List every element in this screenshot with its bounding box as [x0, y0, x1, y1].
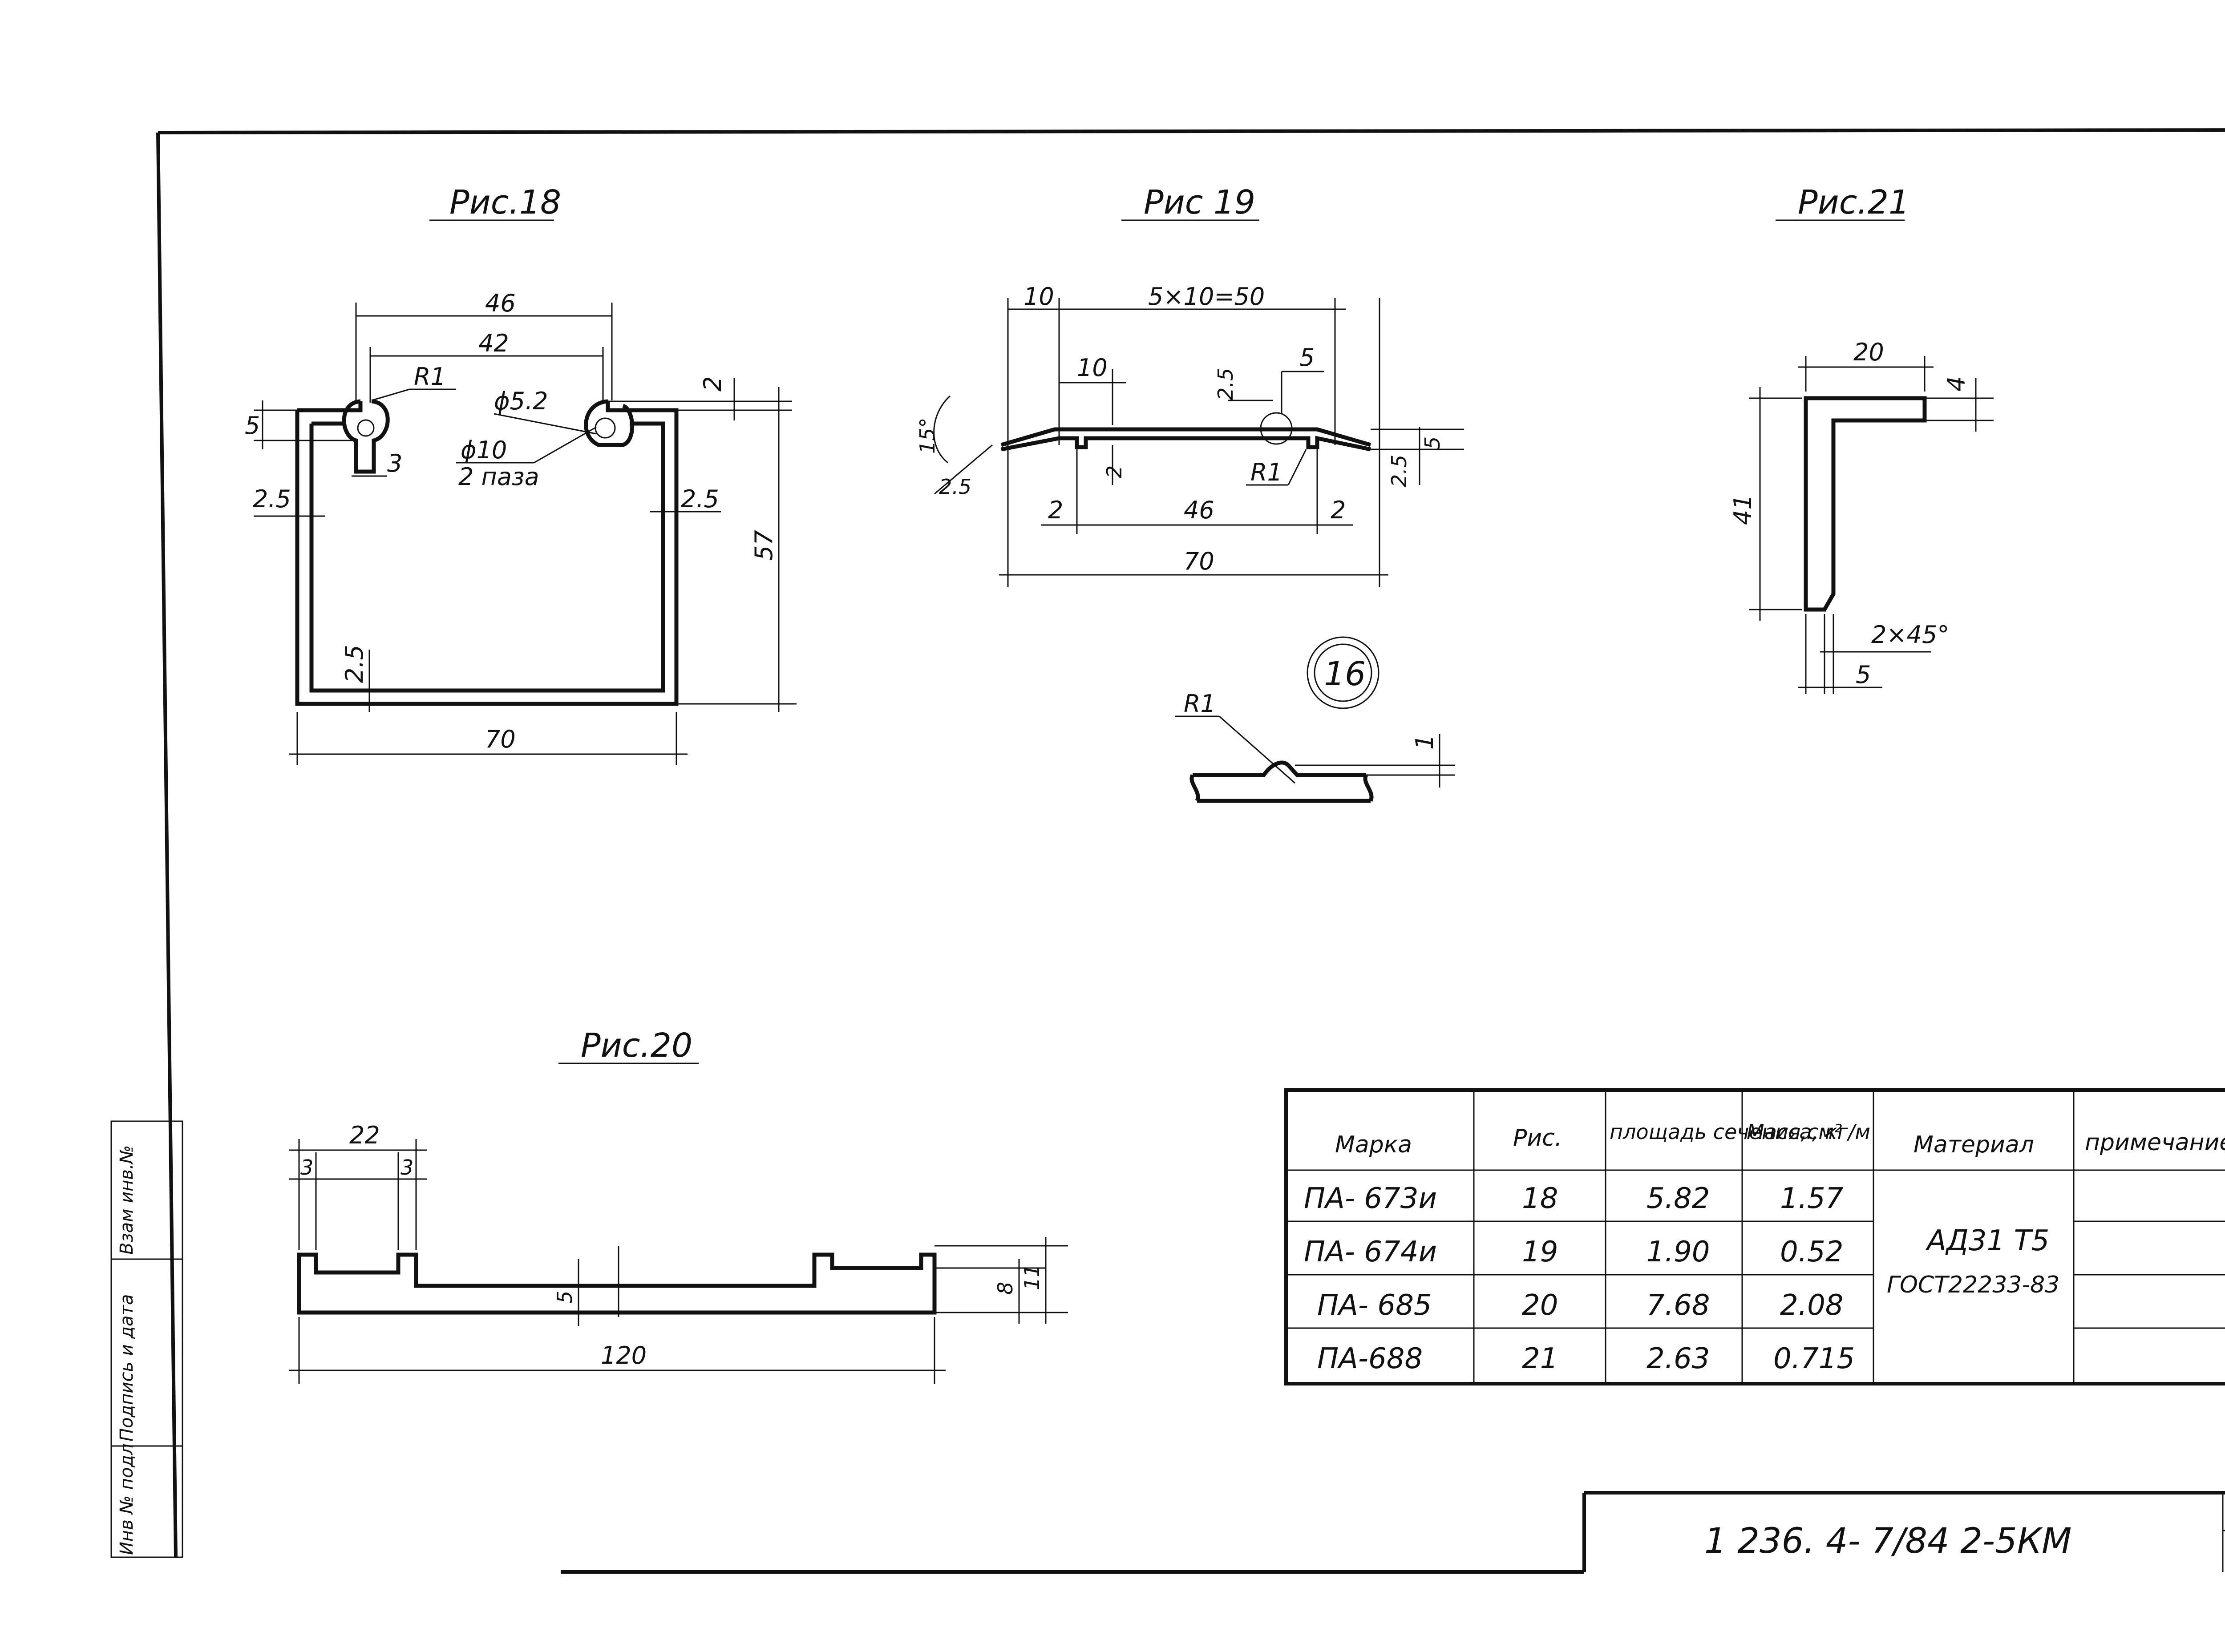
sheet-frame — [156, 128, 2225, 1574]
dim-5: 5 — [245, 412, 260, 440]
row1-mass: 1.57 — [1780, 1182, 1844, 1215]
row3-area: 7.68 — [1646, 1289, 1710, 1322]
side-stamp: Взам инв.№ Подпись и дата Инв № подл — [110, 1120, 183, 1558]
dim-57: 57 — [750, 530, 778, 561]
dim-2-mid: 2 — [1102, 465, 1126, 478]
row4-mass: 0.715 — [1773, 1342, 1855, 1375]
dim-20: 20 — [1853, 338, 1884, 366]
detail-16: 16 R1 1 — [1175, 636, 1455, 803]
profile-21 — [1804, 396, 1927, 612]
dim-8: 8 — [993, 1282, 1017, 1295]
figure-20: Рис.20 22 3 3 5 8 11 120 — [289, 1026, 1068, 1384]
row1-mark: ПА- 673и — [1304, 1182, 1437, 1215]
row3-fig: 20 — [1522, 1289, 1558, 1322]
figure-19-title: Рис 19 — [1144, 183, 1255, 222]
dim-r1: R1 — [414, 363, 446, 391]
dim-2-5-bottom: 2.5 — [340, 645, 368, 683]
side-stamp-label-3: Инв № подл — [117, 1443, 137, 1555]
dim-r1-19: R1 — [1250, 458, 1282, 486]
th-material: Материал — [1914, 1131, 2034, 1158]
row4-fig: 21 — [1522, 1342, 1558, 1375]
row4-mark: ПА-688 — [1317, 1342, 1423, 1375]
detail-16-badge-inner — [1314, 643, 1372, 702]
material-standard: ГОСТ22233-83 — [1887, 1272, 2059, 1298]
dim-slots: 2 паза — [458, 463, 539, 491]
figure-18-title: Рис.18 — [449, 183, 561, 222]
th-area: площадь сечения,см² — [1610, 1120, 1842, 1144]
dim-3: 3 — [387, 449, 402, 477]
dim-5-21: 5 — [1856, 661, 1871, 689]
profile-19 — [1000, 427, 1371, 452]
row2-area: 1.90 — [1646, 1236, 1710, 1268]
dim-5-right: 5 — [1420, 436, 1444, 449]
th-mass: Масса, кг/м — [1747, 1120, 1870, 1144]
figure-21-title: Рис.21 — [1798, 183, 1909, 222]
row2-mark: ПА- 674и — [1304, 1236, 1437, 1268]
dim-46: 46 — [485, 289, 516, 317]
dim-10-mid: 10 — [1077, 354, 1108, 382]
detail-16-badge-outer — [1307, 636, 1380, 709]
dim-2-5-right: 2.5 — [681, 485, 719, 513]
dim-2x45: 2×45° — [1871, 621, 1949, 649]
row2-fig: 19 — [1522, 1236, 1558, 1268]
dim-70: 70 — [485, 725, 516, 753]
dim-1-16: 1 — [1411, 735, 1439, 750]
profile-18-inner — [309, 421, 665, 693]
figure-18: Рис.18 46 42 R1 ϕ5.2 ϕ10 2 паза 5 — [245, 183, 797, 765]
dim-r1-16: R1 — [1184, 690, 1216, 718]
detail-16-profile — [1189, 760, 1374, 803]
dim-42: 42 — [478, 329, 509, 357]
th-note: примечание — [2085, 1129, 2225, 1156]
drawing-code: 1 236. 4- 7/84 2-5КМ — [1704, 1521, 2071, 1561]
dim-22: 22 — [349, 1121, 380, 1149]
dim-2-5-left: 2.5 — [253, 485, 291, 513]
profile-20 — [297, 1252, 937, 1315]
dim-15-deg: 15° — [915, 417, 939, 454]
dim-4: 4 — [1942, 376, 1970, 392]
figure-20-title: Рис.20 — [581, 1026, 692, 1065]
dim-46-19: 46 — [1184, 496, 1214, 524]
spec-table: Марка Рис. площадь сечения,см² Масса, кг… — [1284, 1088, 2225, 1385]
dim-5x10-50: 5×10=50 — [1148, 283, 1265, 311]
th-mark: Марка — [1335, 1131, 1412, 1158]
dim-70-19: 70 — [1184, 547, 1214, 575]
row3-mass: 2.08 — [1780, 1289, 1844, 1322]
side-stamp-label-2: Подпись и дата — [117, 1294, 137, 1442]
dim-41: 41 — [1729, 494, 1757, 525]
dim-10-top: 10 — [1024, 283, 1054, 311]
dim-d5-2: ϕ5.2 — [494, 387, 548, 415]
dim-2-5-vert: 2.5 — [1214, 368, 1238, 400]
row1-fig: 18 — [1522, 1182, 1558, 1215]
detail-16-badge: 16 — [1324, 655, 1366, 693]
dim-d10: ϕ10 — [461, 436, 507, 464]
dim-11: 11 — [1020, 1264, 1044, 1290]
dim-2-5-left: 2.5 — [939, 475, 971, 499]
row1-area: 5.82 — [1646, 1182, 1710, 1215]
row4-area: 2.63 — [1646, 1342, 1710, 1375]
dim-5-circle: 5 — [1299, 343, 1315, 372]
dim-2-5-right: 2.5 — [1387, 455, 1411, 487]
figure-19: Рис 19 10 5×10=50 10 2.5 5 15° 2.5 2 R1 … — [915, 183, 1464, 587]
material-grade: АД31 Т5 — [1925, 1224, 2049, 1257]
slot-right — [584, 399, 635, 447]
dim-120: 120 — [601, 1341, 647, 1369]
slot-left — [342, 399, 390, 474]
dim-3-left: 3 — [300, 1155, 313, 1179]
dim-5-20: 5 — [553, 1291, 577, 1304]
dim-3-right: 3 — [400, 1155, 413, 1179]
row3-mark: ПА- 685 — [1317, 1289, 1432, 1322]
figure-21: Рис.21 20 4 41 2×45° 5 — [1729, 183, 1994, 694]
dim-2: 2 — [699, 376, 727, 392]
row2-mass: 0.52 — [1780, 1236, 1844, 1268]
side-stamp-label-1: Взам инв.№ — [117, 1145, 137, 1255]
th-fig: Рис. — [1513, 1125, 1562, 1151]
title-block: 1 236. 4- 7/84 2-5КМ — [1582, 1491, 2225, 1572]
dim-2-left: 2 — [1048, 496, 1063, 524]
dim-2-right: 2 — [1331, 496, 1346, 524]
